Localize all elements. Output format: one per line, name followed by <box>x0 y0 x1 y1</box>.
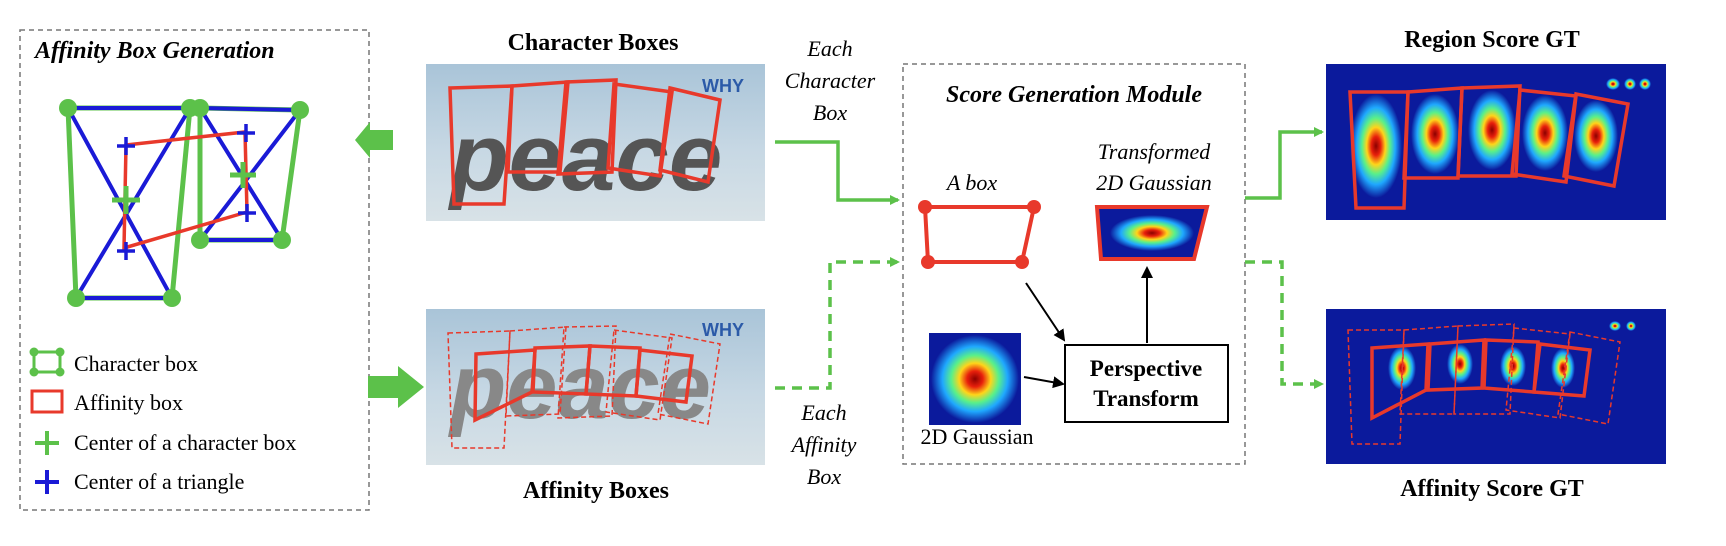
corner-dots <box>59 99 309 307</box>
character-boxes-image: WHY peace <box>426 64 765 221</box>
perspective-transform-box <box>1064 344 1229 423</box>
word-text: peace <box>447 336 711 438</box>
character-boxes-title: Character Boxes <box>508 30 679 56</box>
legend-label: Affinity box <box>74 390 183 415</box>
blue-plus-icon <box>35 470 59 494</box>
word-text: peace <box>447 104 722 211</box>
green-center-plus-icons <box>112 162 256 214</box>
affinity-construction-figure <box>59 99 309 307</box>
perspective-transform-label-line1: Perspective <box>1090 356 1202 381</box>
transformed-gaussian-label-line1: Transformed <box>1098 139 1211 164</box>
affinity-boxes-image: WHY peace <box>426 309 765 465</box>
watermark: WHY <box>702 76 744 96</box>
legend-item-character-center: Center of a character box <box>35 430 296 455</box>
gaussian-2d-label: 2D Gaussian <box>920 424 1033 449</box>
module-border <box>902 63 1246 465</box>
each-affinity-box-label: Each Affinity Box <box>790 400 857 489</box>
green-plus-icon <box>35 431 59 455</box>
svg-text:Box: Box <box>813 100 847 125</box>
legend-label: Center of a triangle <box>74 469 244 494</box>
affinity-score-heatmap <box>1326 309 1666 464</box>
svg-text:Each: Each <box>800 400 846 425</box>
transformed-gaussian-image <box>1094 205 1210 261</box>
module-title: Score Generation Module <box>946 82 1202 108</box>
character-box-dashed-overlays <box>447 325 721 449</box>
affinity-boxes-title: Affinity Boxes <box>523 478 669 504</box>
character-box-overlays <box>448 78 722 206</box>
each-character-box-label: Each Character Box <box>785 36 876 125</box>
affinity-output-connector <box>1245 260 1324 389</box>
gaussian-to-transform-arrow <box>1023 376 1065 389</box>
legend-label: Character box <box>74 351 198 376</box>
svg-text:Affinity: Affinity <box>790 432 857 457</box>
blue-center-plus-icons <box>117 124 256 260</box>
gaussian-2d-image <box>929 333 1021 425</box>
legend-item-affinity-box: Affinity box <box>30 389 183 415</box>
region-score-heatmap <box>1326 64 1666 220</box>
watermark: WHY <box>702 320 744 340</box>
score-generation-module: Score Generation Module A box Transforme… <box>902 63 1246 465</box>
affinity-box-overlays <box>473 344 694 423</box>
triangles-box-1 <box>66 106 194 300</box>
panel-border <box>19 29 370 511</box>
affinity-score-title: Affinity Score GT <box>1400 476 1584 502</box>
legend-item-triangle-center: Center of a triangle <box>35 469 244 494</box>
legend-item-character-box: Character box <box>29 347 198 377</box>
svg-text:Box: Box <box>807 464 841 489</box>
perspective-transform-label-line2: Transform <box>1093 386 1199 411</box>
red-rectangle-icon <box>30 389 64 414</box>
region-score-title: Region Score GT <box>1404 27 1580 53</box>
green-rounded-box-icon <box>29 347 65 377</box>
legend-label: Center of a character box <box>74 430 296 455</box>
a-box-label: A box <box>945 170 998 195</box>
arrow-to-panel-icon <box>355 122 393 158</box>
affinity-box-generation-panel: Affinity Box Generation <box>19 29 370 511</box>
panel-title: Affinity Box Generation <box>33 38 275 64</box>
transformed-gaussian-label-line2: 2D Gaussian <box>1096 170 1212 195</box>
region-output-connector <box>1245 127 1324 200</box>
svg-text:Each: Each <box>806 36 852 61</box>
affinity-flow-connector <box>775 257 900 390</box>
legend: Character box Affinity box Center of a c… <box>29 347 296 494</box>
a-box-shape <box>918 200 1041 269</box>
box-to-transform-arrow <box>1025 282 1066 342</box>
svg-text:Character: Character <box>785 68 876 93</box>
arrow-from-panel-icon <box>368 366 424 408</box>
character-flow-connector <box>775 140 900 205</box>
